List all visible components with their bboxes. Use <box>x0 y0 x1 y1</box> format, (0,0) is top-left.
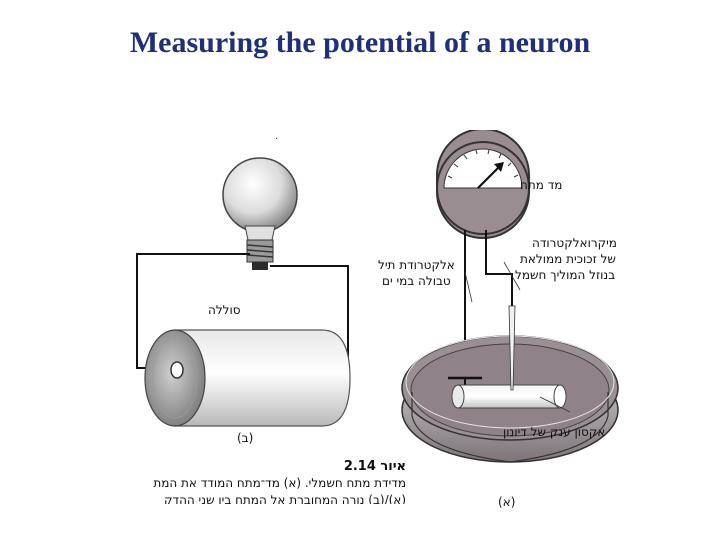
battery-cylinder <box>144 329 351 427</box>
wire-electrode-label-2: טבולה במי ים <box>382 274 451 288</box>
wire-electrode <box>448 376 482 385</box>
svg-text:·: · <box>275 134 278 145</box>
meter-label: מד מתח <box>520 178 563 192</box>
micro-electrode <box>508 305 516 391</box>
figure-drawing: · <box>136 130 619 463</box>
label-leaders <box>464 261 571 413</box>
panel-a-label: (א) <box>498 495 516 509</box>
caption-line-1: מדידת מתח חשמלי. (א) מד־מתח המודד את המת <box>153 476 406 490</box>
light-bulb: · <box>222 134 298 270</box>
caption-line-2: (א)/(ב) נורה המחוברת אל המתח בין שני ההד… <box>164 493 406 504</box>
panel-b-label: (ב) <box>237 431 254 445</box>
squid-axon <box>451 384 567 409</box>
figure-number: איור 2.14 <box>343 459 406 474</box>
microelectrode-label-1: מיקרואלקטרודה <box>532 236 617 250</box>
battery-terminal-icon <box>170 361 184 379</box>
figure-caption: איור 2.14 מדידת מתח חשמלי. (א) מד־מתח המ… <box>80 458 406 504</box>
microelectrode-label-2: של זכוכית ממולאת <box>520 252 616 266</box>
microelectrode-label-3: בנוזל המוליך חשמל <box>515 268 616 282</box>
meter-needle-icon <box>494 162 504 172</box>
battery-label: סוללה <box>208 303 241 317</box>
voltmeter <box>436 130 530 239</box>
slide-title: Measuring the potential of a neuron <box>129 26 591 59</box>
axon-label: אקסון ענק של דיונון <box>503 425 606 439</box>
textbook-figure: · <box>80 130 640 510</box>
wire-electrode-label-1: אלקטרודת תיל <box>378 258 455 272</box>
